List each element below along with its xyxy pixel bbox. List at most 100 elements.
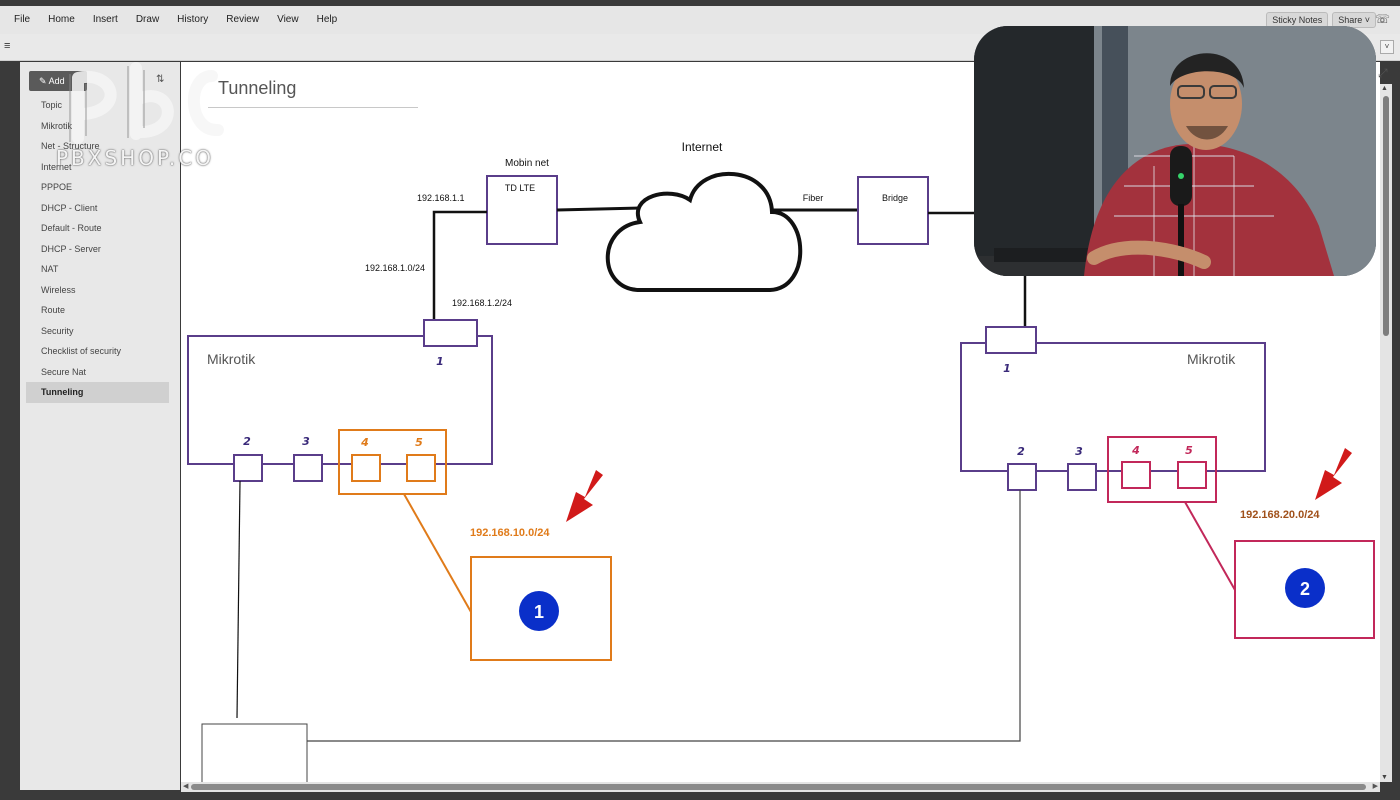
page-item-internet[interactable]: Internet: [41, 161, 72, 172]
ip-network-label: 192.168.1.0/24: [365, 263, 425, 273]
right-router-label: Mikrotik: [1187, 351, 1236, 367]
bridge-label: Bridge: [882, 193, 908, 203]
page-item-dhcp-server[interactable]: DHCP - Server: [41, 243, 101, 254]
lte-router-link: [432, 210, 487, 320]
webcam-overlay: [974, 26, 1376, 276]
left-subnet-label: 192.168.10.0/24: [470, 527, 550, 539]
bridge-box: [857, 176, 929, 245]
menu-review[interactable]: Review: [226, 14, 260, 25]
left-port-4: [351, 454, 381, 482]
left-lan-box: [470, 556, 612, 661]
left-port-3-label: 3: [302, 435, 310, 448]
right-port-3-label: 3: [1075, 445, 1083, 458]
left-lan-badge-label: 1: [534, 602, 544, 622]
scroll-down-icon[interactable]: ▼: [1381, 774, 1388, 781]
topbar-actions: Sticky Notes Share ˅: [1266, 12, 1376, 28]
right-lan-badge-label: 2: [1300, 579, 1310, 599]
right-port-3: [1067, 463, 1097, 491]
right-downlink: [307, 490, 1021, 742]
horizontal-scrollbar[interactable]: ◀ ▶: [181, 782, 1380, 792]
title-underline: [208, 107, 418, 108]
vertical-scroll-thumb[interactable]: [1383, 96, 1389, 336]
expand-icon[interactable]: ⤢: [1378, 66, 1388, 80]
scroll-right-icon[interactable]: ▶: [1372, 783, 1378, 790]
right-lan-group: [1107, 436, 1217, 503]
page-sidebar: ✎ Add ⇅ Topic Mikrotik Net - Structure I…: [20, 62, 180, 790]
sort-icon[interactable]: ⇅: [156, 74, 165, 85]
add-page-label: Add: [48, 76, 65, 86]
left-port-5: [406, 454, 436, 482]
presenter-video: [974, 26, 1376, 276]
right-lan-badge: [1285, 568, 1325, 608]
right-subnet-label: 192.168.20.0/24: [1240, 509, 1320, 521]
menu-draw[interactable]: Draw: [135, 14, 160, 25]
hamburger-icon[interactable]: ≡: [4, 40, 11, 52]
left-port-1: [423, 319, 478, 347]
left-port-2-label: 2: [243, 435, 251, 448]
page-item-security[interactable]: Security: [41, 325, 74, 336]
page-item-topic[interactable]: Topic: [41, 100, 63, 110]
right-lan-link: [1184, 501, 1236, 591]
left-router-label: Mikrotik: [207, 351, 256, 367]
page-title[interactable]: Tunneling: [218, 78, 297, 98]
right-router-box: [960, 342, 1266, 472]
menu-home[interactable]: Home: [48, 14, 75, 25]
chevron-down-icon[interactable]: ˅: [1380, 40, 1394, 54]
menu-view[interactable]: View: [277, 14, 299, 25]
vertical-scrollbar[interactable]: ▲ ▼: [1380, 84, 1392, 782]
ip-gateway-label: 192.168.1.1: [417, 193, 465, 203]
chat-icon[interactable]: ☏: [1374, 12, 1390, 26]
menu-file[interactable]: File: [14, 14, 31, 25]
page-item-default-route[interactable]: Default - Route: [41, 223, 102, 233]
menu-help[interactable]: Help: [316, 14, 338, 25]
left-port-2: [233, 454, 263, 482]
page-item-nat[interactable]: NAT: [41, 264, 59, 274]
watermark-text: PBXSHOP.CO: [56, 146, 214, 170]
page-item-dhcp-client[interactable]: DHCP - Client: [41, 202, 98, 213]
left-arrow-icon: [566, 470, 603, 522]
page-item-mikrotik[interactable]: Mikrotik: [41, 120, 72, 131]
menu-history[interactable]: History: [177, 14, 209, 25]
page-item-secure-nat[interactable]: Secure Nat: [41, 366, 87, 377]
left-lan-badge: [519, 591, 559, 631]
mobin-net-label: Mobin net: [505, 158, 549, 169]
left-lan-link: [403, 493, 472, 613]
horizontal-scroll-thumb[interactable]: [191, 784, 1366, 790]
pbxshop-logo: [69, 62, 224, 144]
left-port-4-label: 4: [360, 436, 369, 449]
right-port-4-label: 4: [1131, 444, 1140, 457]
right-port-2: [1007, 463, 1037, 491]
internet-label: Internet: [682, 140, 723, 154]
edit-icon: ✎: [39, 76, 47, 86]
ip-wan-label: 192.168.1.2/24: [452, 298, 512, 308]
left-downlink: [236, 480, 241, 719]
right-port-1-label: 1: [1003, 362, 1011, 375]
right-port-2-label: 2: [1017, 445, 1025, 458]
right-port-4: [1121, 461, 1151, 489]
right-port-1: [985, 326, 1037, 354]
left-port-1-label: 1: [436, 355, 444, 368]
scroll-up-icon[interactable]: ▲: [1381, 85, 1388, 92]
right-port-5-label: 5: [1185, 444, 1193, 457]
menu-bar: File Home Insert Draw History Review Vie…: [0, 6, 1400, 34]
page-item-checklist-of-security[interactable]: Checklist of security: [41, 346, 122, 356]
page-item-wireless[interactable]: Wireless: [41, 284, 76, 295]
page-item-net-structure[interactable]: Net - Structure: [41, 141, 100, 151]
bottom-device-box: [201, 723, 308, 785]
lte-cloud-link: [556, 206, 641, 212]
page-list: Topic Mikrotik Net - Structure Internet …: [26, 95, 169, 403]
internet-cloud-shape: [605, 171, 803, 292]
right-arrow-icon: [1315, 448, 1352, 500]
menu-insert[interactable]: Insert: [92, 14, 118, 25]
left-lan-group: [338, 429, 447, 495]
left-port-3: [293, 454, 323, 482]
page-item-pppoe[interactable]: PPPOE: [41, 182, 73, 192]
page-item-route[interactable]: Route: [41, 305, 66, 315]
left-port-5-label: 5: [415, 436, 423, 449]
page-item-tunneling[interactable]: Tunneling: [26, 382, 169, 403]
fiber-label: Fiber: [803, 193, 824, 203]
scroll-left-icon[interactable]: ◀: [183, 783, 189, 790]
right-port-5: [1177, 461, 1207, 489]
right-lan-box: [1234, 540, 1375, 639]
